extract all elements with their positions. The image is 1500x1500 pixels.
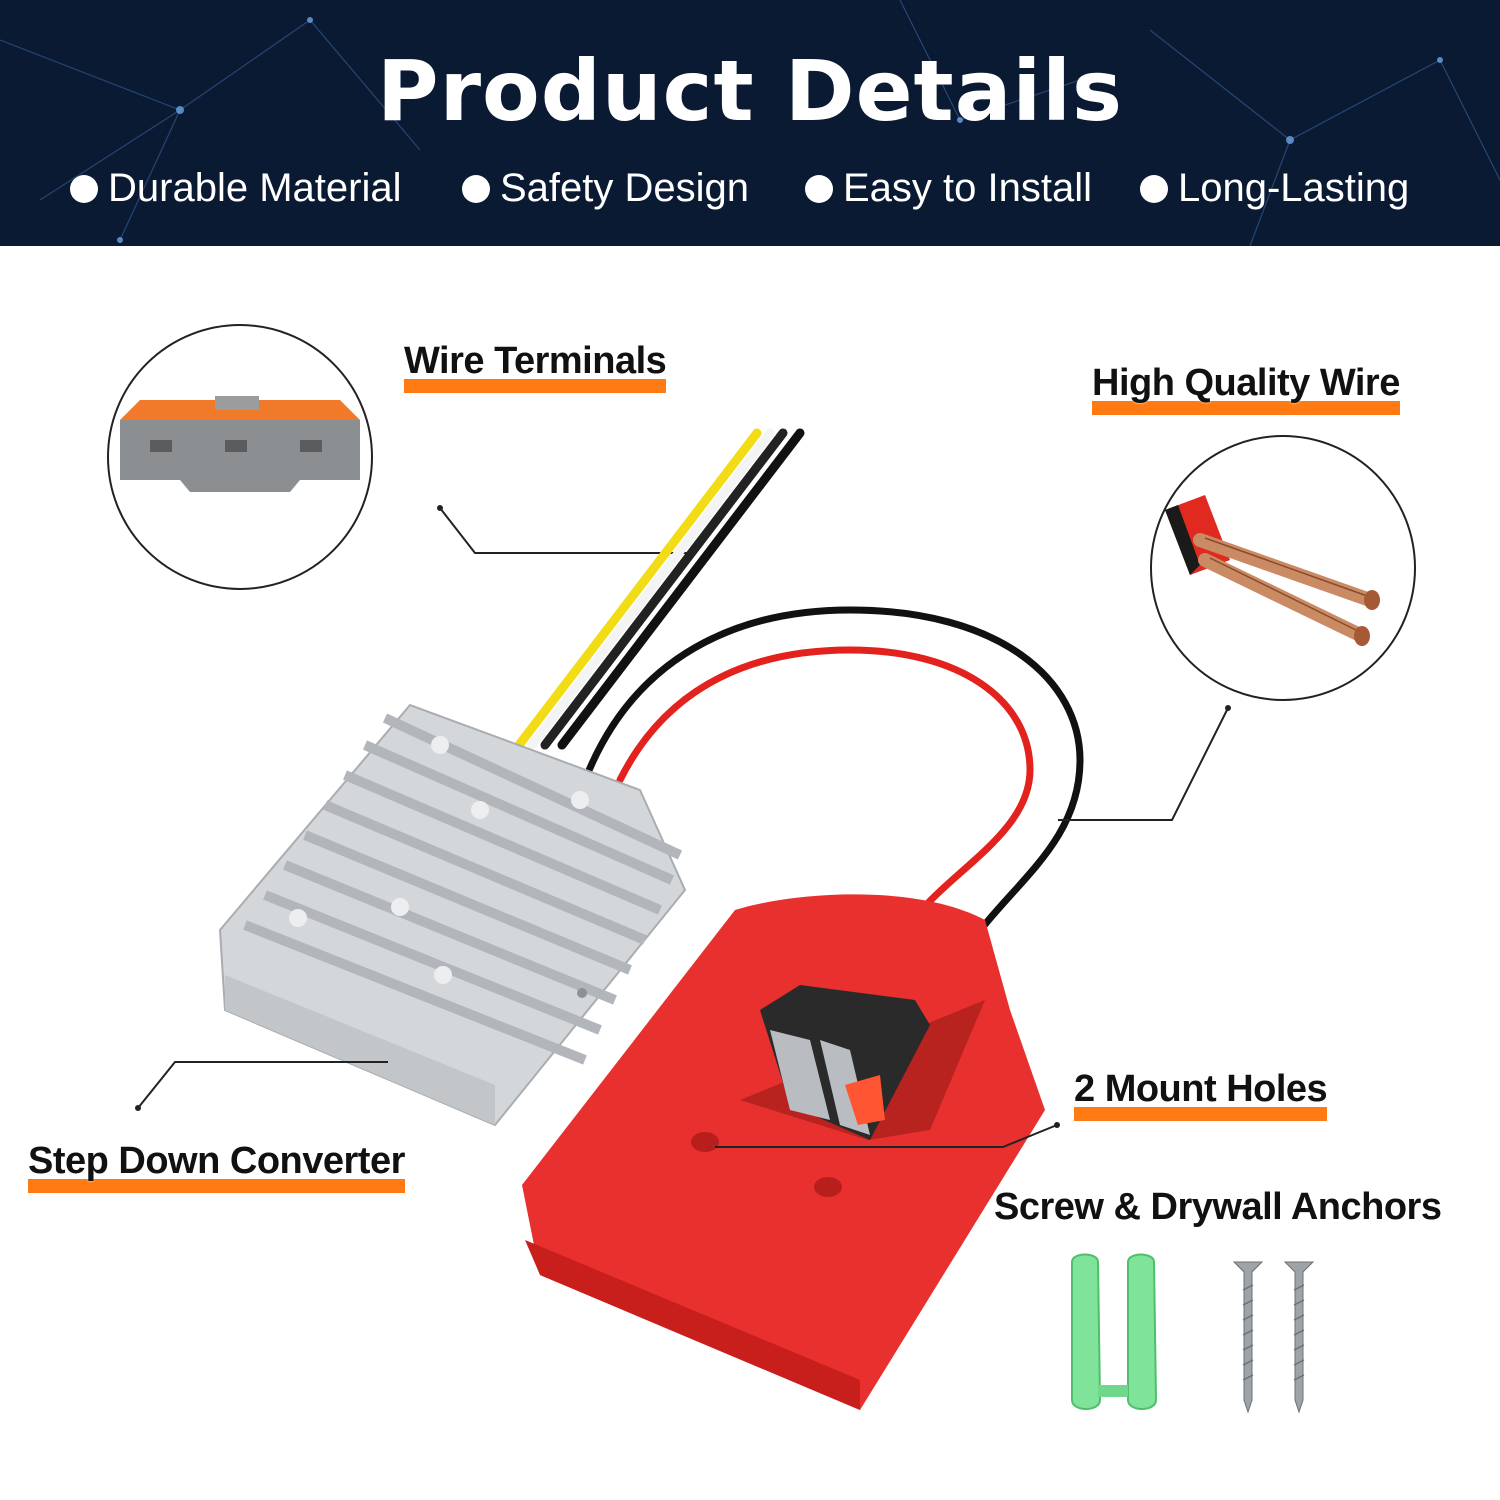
feature-label: Safety Design: [500, 166, 750, 210]
callout-label: Wire Terminals: [404, 340, 667, 382]
callout-label: Screw & Drywall Anchors: [994, 1186, 1442, 1228]
wire-terminal-inset: [107, 324, 373, 590]
feature-label: Long-Lasting: [1178, 166, 1410, 210]
feature-label: Durable Material: [108, 166, 402, 210]
feature-item: Long-Lasting: [1140, 166, 1409, 211]
leader-line: [1058, 707, 1229, 821]
feature-item: Durable Material: [70, 166, 401, 211]
header-banner: Product Details Durable Material Safety …: [0, 0, 1500, 246]
page-title: Product Details: [377, 42, 1123, 140]
callout-label: High Quality Wire: [1092, 362, 1400, 404]
callout-wire-terminals: Wire Terminals: [404, 340, 667, 393]
battery-mount: [522, 894, 1045, 1410]
bullet-icon: [70, 174, 98, 203]
output-wire-loop: [581, 606, 1084, 964]
callout-step-down-converter: Step Down Converter: [28, 1140, 405, 1193]
input-wires: [514, 428, 805, 750]
bullet-icon: [1140, 174, 1168, 203]
bullet-icon: [805, 174, 833, 203]
feature-item: Safety Design: [462, 166, 749, 211]
network-background: [0, 0, 1500, 246]
wire-inset: [1150, 435, 1416, 701]
leader-line: [137, 1061, 388, 1109]
feature-label: Easy to Install: [843, 166, 1093, 210]
drywall-anchors: [1071, 1253, 1158, 1410]
leader-line: [715, 1124, 1058, 1148]
feature-item: Easy to Install: [805, 166, 1092, 211]
callout-label: Step Down Converter: [28, 1140, 405, 1182]
leader-line: [439, 507, 688, 554]
bullet-icon: [462, 174, 490, 203]
feature-list: Durable Material Safety Design Easy to I…: [70, 166, 1470, 218]
callout-label: 2 Mount Holes: [1074, 1068, 1328, 1110]
step-down-converter: [218, 703, 687, 1127]
callout-anchors: Screw & Drywall Anchors: [994, 1186, 1442, 1229]
callout-mount-holes: 2 Mount Holes: [1074, 1068, 1328, 1121]
screws: [1232, 1261, 1315, 1414]
callout-high-quality-wire: High Quality Wire: [1092, 362, 1400, 415]
